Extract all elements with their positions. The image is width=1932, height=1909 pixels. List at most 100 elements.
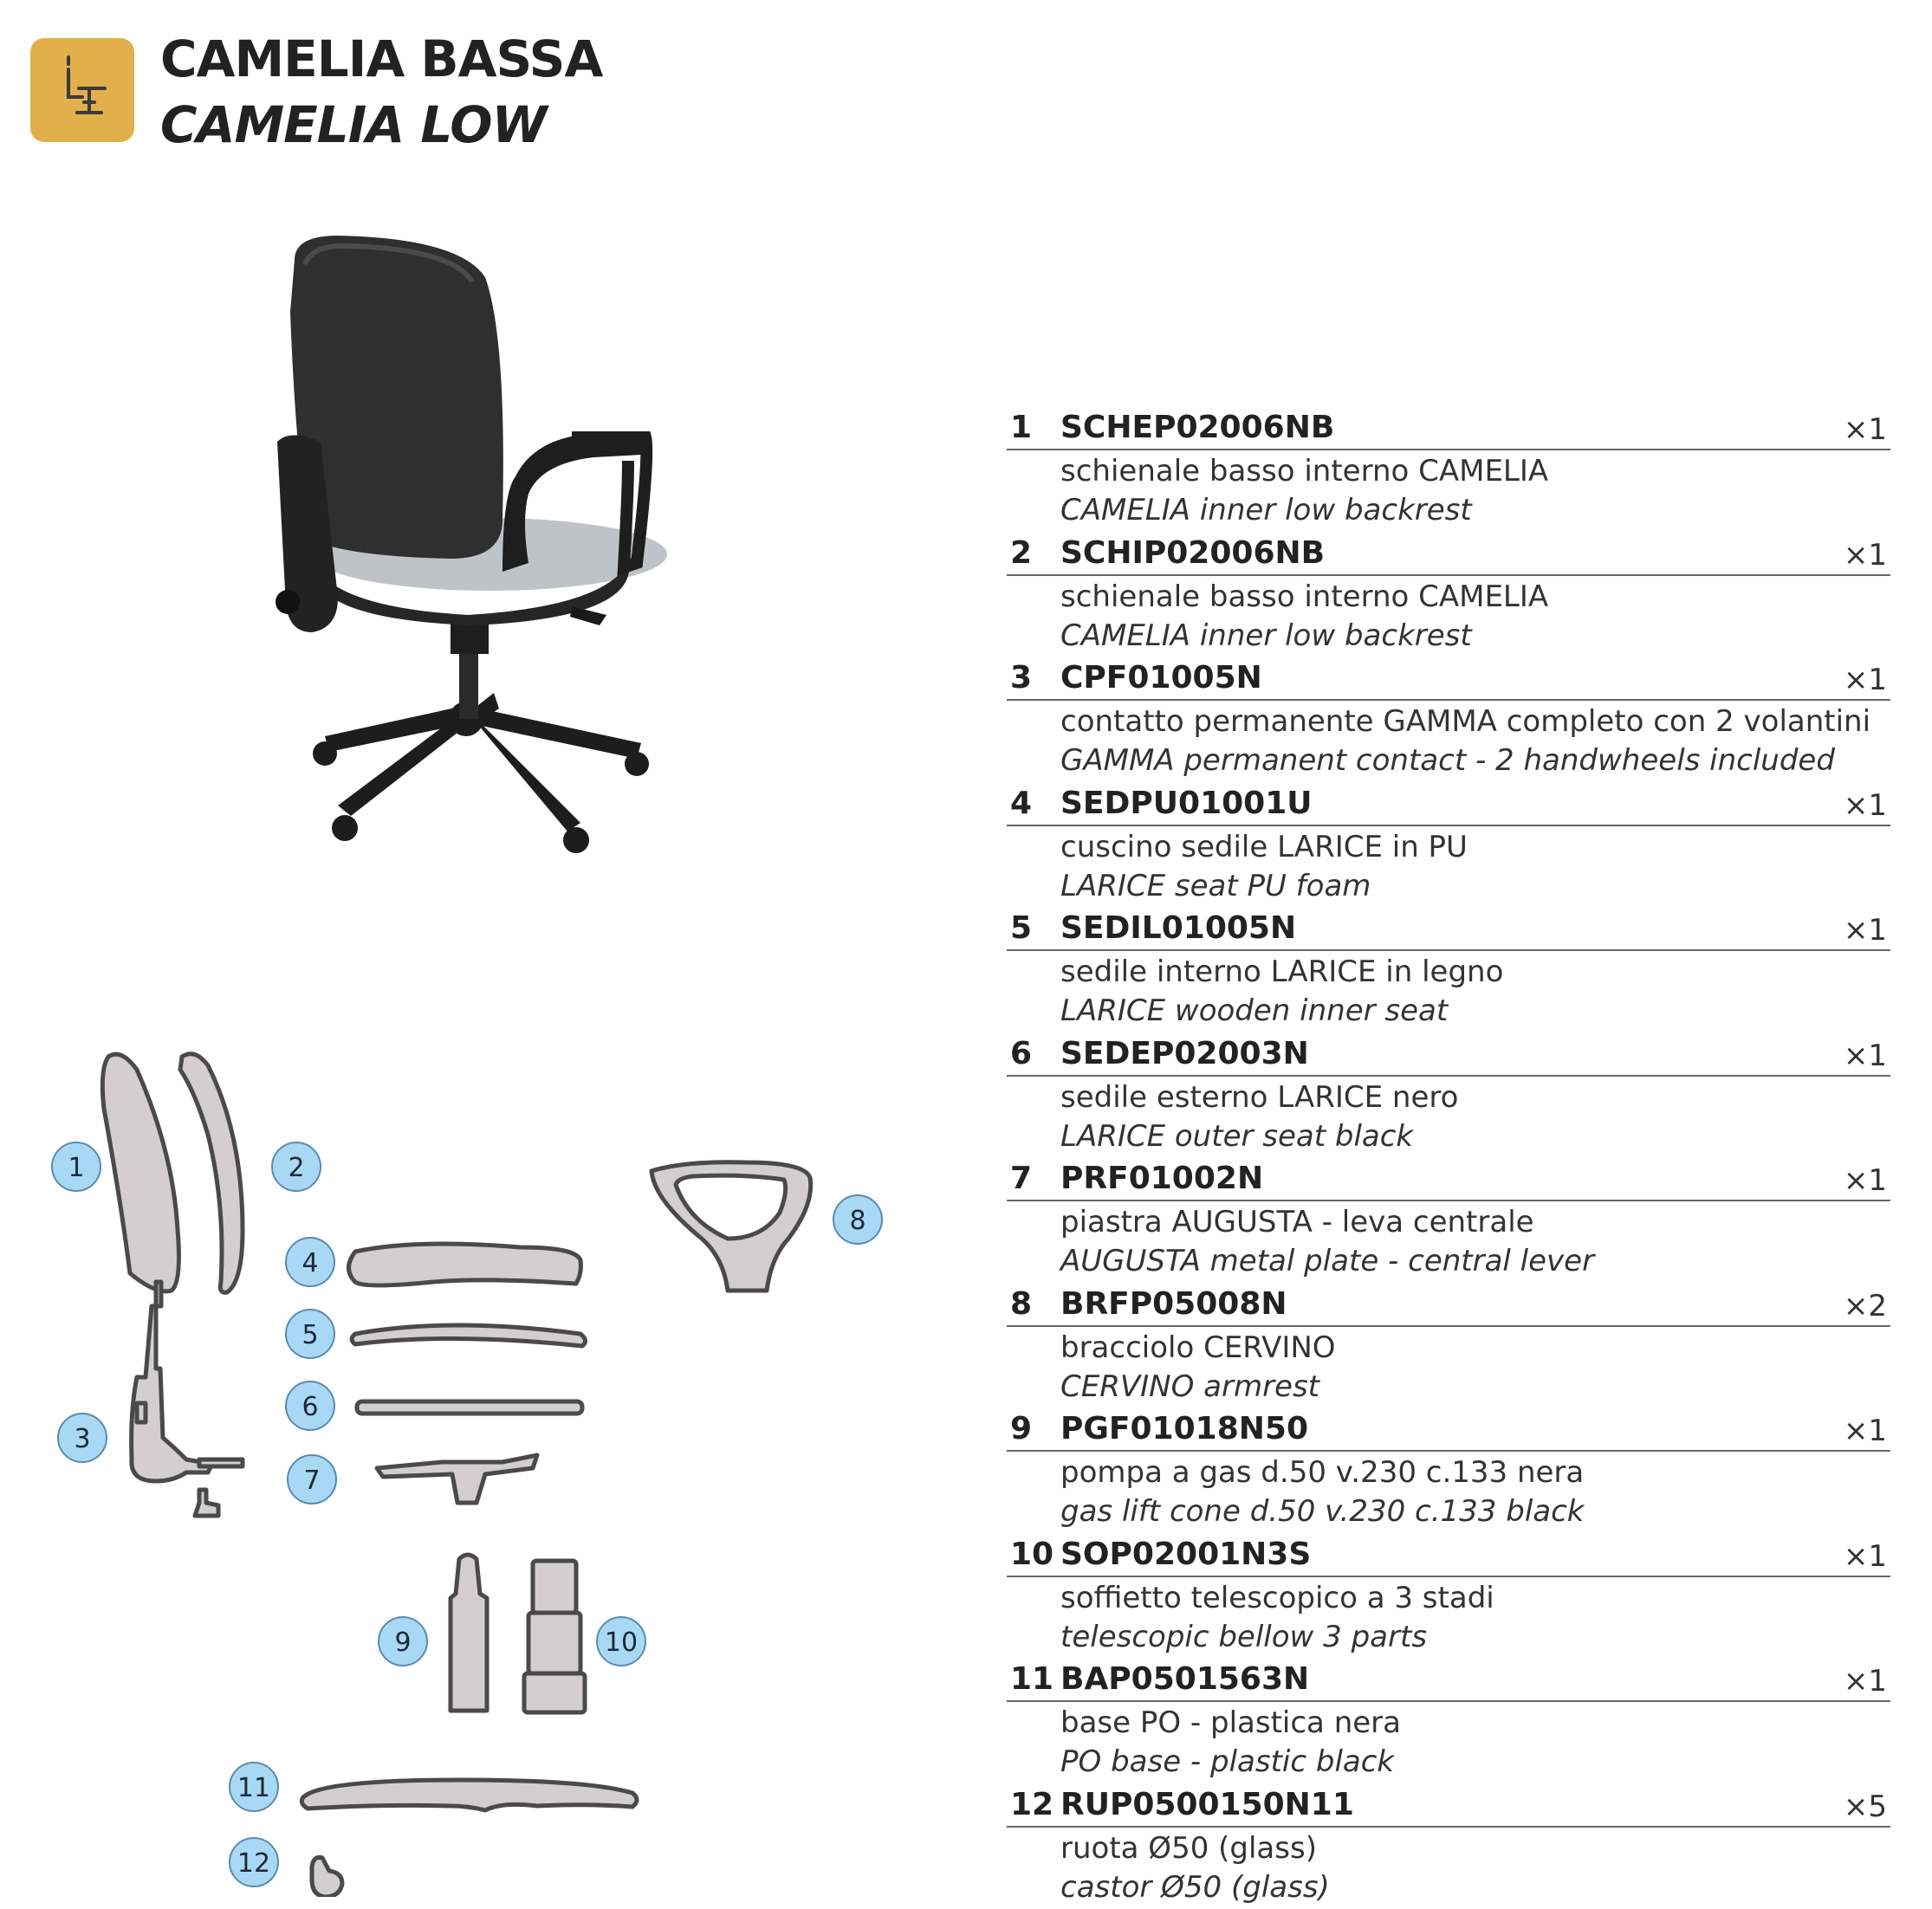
product-title: CAMELIA BASSA CAMELIA LOW [160,26,602,158]
part-quantity: ×1 [1844,785,1887,826]
badge-4-label: 4 [301,1248,318,1278]
part-desc-it: bracciolo CERVINO [1060,1329,1336,1368]
part-desc-it: contatto permanente GAMMA completo con 2… [1060,702,1870,741]
part-desc-en: LARICE wooden inner seat [1060,992,1448,1031]
part-4-shape [349,1244,581,1285]
part-11-shape [301,1780,637,1810]
part-number: 9 [1010,1408,1032,1450]
part-quantity: ×1 [1844,1536,1887,1577]
badge-2: 2 [272,1142,321,1191]
part-5-shape [352,1325,586,1346]
part-desc-en: AUGUSTA metal plate - central lever [1060,1242,1594,1281]
badge-6: 6 [286,1382,334,1430]
part-quantity: ×1 [1844,1160,1887,1201]
part-desc-it: sedile esterno LARICE nero [1060,1078,1458,1117]
badge-3-label: 3 [74,1424,90,1454]
badge-9: 9 [379,1617,427,1666]
part-code: PGF01018N50 [1060,1408,1308,1450]
part-desc-it: ruota Ø50 (glass) [1060,1829,1317,1868]
chair-icon [30,38,134,142]
badge-1: 1 [52,1142,100,1191]
part-quantity: ×1 [1844,1660,1887,1702]
category-logo [30,38,134,142]
part-code: SCHIP02006NB [1060,533,1325,574]
part-8-shape [652,1162,811,1291]
part-desc-it: cuscino sedile LARICE in PU [1060,828,1468,867]
part-desc-en: gas lift cone d.50 v.230 c.133 black [1060,1492,1584,1531]
part-row-9: 9 PGF01018N50 ×1 pompa a gas d.50 v.230 c.… [1007,1408,1890,1534]
part-desc-en: CERVINO armrest [1060,1368,1319,1407]
part-desc-en: telescopic bellow 3 parts [1060,1618,1427,1657]
badge-3: 3 [58,1414,107,1462]
part-desc-en: PO base - plastic black [1060,1743,1394,1782]
part-number: 4 [1010,783,1032,825]
part-row-1: 1 SCHEP02006NB ×1 schienale basso interno … [1007,407,1890,533]
exploded-diagram: 1 2 3 4 5 6 7 8 9 10 11 12 [35,1031,918,1897]
part-desc-it: pompa a gas d.50 v.230 c.133 nera [1060,1453,1584,1492]
part-row-5: 5 SEDIL01005N ×1 sedile interno LARICE in … [1007,908,1890,1033]
part-number: 8 [1010,1284,1032,1325]
part-number: 1 [1010,407,1032,449]
badge-8: 8 [833,1195,882,1244]
part-number: 6 [1010,1033,1032,1075]
part-desc-it: base PO - plastica nera [1060,1704,1401,1743]
part-quantity: ×1 [1844,409,1887,450]
title-english: CAMELIA LOW [160,92,602,158]
badge-7-label: 7 [303,1466,320,1496]
part-3-shape [132,1306,212,1481]
part-number: 7 [1010,1158,1032,1200]
part-quantity: ×1 [1844,909,1887,951]
part-row-3: 3 CPF01005N ×1 contatto permanente GAMMA c… [1007,657,1890,783]
part-code: CPF01005N [1060,657,1262,699]
badge-10-label: 10 [605,1628,638,1658]
badge-12-label: 12 [237,1848,270,1879]
part-number: 10 [1010,1534,1054,1576]
badge-10: 10 [597,1617,645,1666]
part-9-shape [451,1555,487,1711]
title-italian: CAMELIA BASSA [160,26,602,92]
part-code: SOP02001N3S [1060,1534,1311,1576]
part-desc-en: castor Ø50 (glass) [1060,1868,1330,1907]
part-number: 2 [1010,533,1032,574]
part-desc-it: schienale basso interno CAMELIA [1060,452,1548,491]
part-10-shape [533,1561,576,1613]
part-code: SEDIL01005N [1060,908,1296,949]
part-quantity: ×5 [1844,1786,1887,1828]
part-code: BAP0501563N [1060,1659,1309,1700]
part-desc-en: CAMELIA inner low backrest [1060,617,1472,656]
part-desc-en: CAMELIA inner low backrest [1060,491,1472,530]
part-number: 3 [1010,657,1032,699]
badge-4: 4 [286,1238,334,1286]
part-desc-it: sedile interno LARICE in legno [1060,953,1503,992]
chair-photo [243,234,693,883]
badge-5-label: 5 [301,1320,318,1350]
badge-6-label: 6 [301,1392,318,1422]
part-7-shape [377,1455,537,1503]
badge-7: 7 [288,1455,336,1504]
part-desc-en: LARICE seat PU foam [1060,867,1371,906]
part-2-shape [180,1054,243,1293]
badge-12: 12 [230,1838,278,1886]
part-number: 12 [1010,1784,1054,1826]
part-1-shape [102,1054,178,1291]
part-number: 5 [1010,908,1032,949]
part-quantity: ×1 [1844,1410,1887,1452]
part-6-shape [357,1401,582,1414]
part-desc-it: soffietto telescopico a 3 stadi [1060,1579,1494,1618]
part-quantity: ×1 [1844,1035,1887,1077]
part-desc-en: LARICE outer seat black [1060,1117,1413,1156]
part-code: BRFP05008N [1060,1284,1287,1325]
part-code: SCHEP02006NB [1060,407,1334,449]
part-quantity: ×1 [1844,659,1887,701]
part-desc-it: schienale basso interno CAMELIA [1060,578,1548,617]
part-code: SEDPU01001U [1060,783,1313,825]
part-row-4: 4 SEDPU01001U ×1 cuscino sedile LARICE in … [1007,783,1890,909]
badge-1-label: 1 [68,1153,84,1183]
badge-8-label: 8 [849,1206,866,1236]
